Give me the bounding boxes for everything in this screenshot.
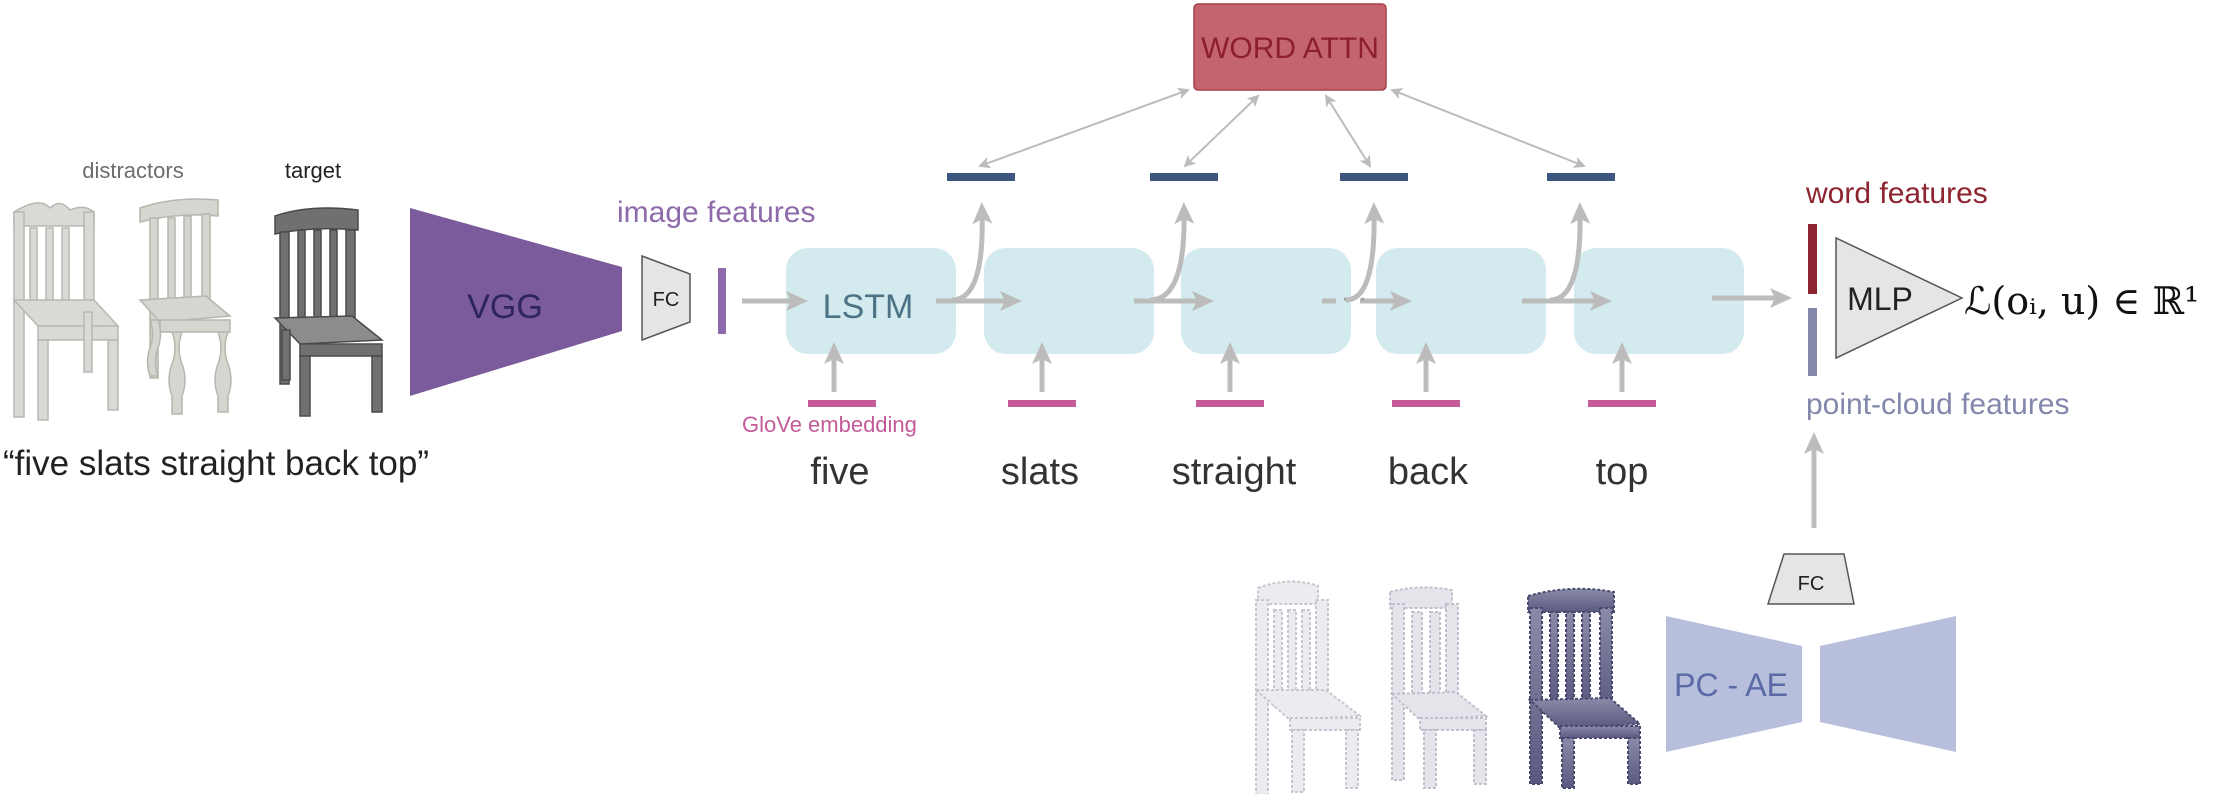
fc-image-label: FC (653, 289, 680, 311)
lstm-cell-5 (1574, 248, 1744, 354)
mlp-label: MLP (1847, 281, 1913, 317)
utterance-text: “five slats straight back top” (3, 444, 429, 483)
word-features-label: word features (1805, 177, 1988, 210)
word-attn-label: WORD ATTN (1201, 32, 1379, 65)
point-cloud-chair-3 (1527, 587, 1643, 789)
point-cloud-features-label: point-cloud features (1806, 388, 2070, 421)
lstm-cell-1 (786, 248, 956, 354)
image-feature-bar (718, 268, 726, 334)
word-token: straight (1172, 451, 1297, 493)
hidden-state-bars (947, 173, 1615, 181)
glove-label: GloVe embedding (742, 412, 917, 437)
fc-pc-block (1766, 553, 1855, 605)
pc-ae-encoder (1666, 616, 1802, 752)
mlp-block (1835, 236, 1964, 360)
point-cloud-feature-bar (1808, 308, 1817, 376)
word-tokens: five slats straight back top (810, 451, 1648, 493)
pc-ae-decoder (1820, 616, 1956, 752)
pc-ae-label: PC - AE (1674, 667, 1788, 703)
point-cloud-chair-1 (1253, 580, 1363, 794)
glove-bars (808, 400, 1656, 407)
word-token: slats (1001, 451, 1079, 493)
target-label: target (285, 158, 341, 183)
recurrent-arrows (742, 288, 1792, 311)
lstm-label: LSTM (823, 288, 914, 326)
distractors-label: distractors (82, 158, 183, 183)
point-cloud-chair-2 (1389, 586, 1489, 789)
image-features-label: image features (617, 196, 815, 229)
fc-pc-label: FC (1798, 573, 1825, 595)
vgg-block (410, 208, 622, 396)
word-token: back (1388, 451, 1469, 493)
chair-image-target (273, 207, 385, 417)
lstm-cell-4 (1376, 248, 1546, 354)
chair-image-distractor-1 (12, 202, 120, 421)
word-attn-block (1193, 3, 1387, 91)
vgg-label: VGG (467, 288, 543, 326)
loss-formula: ℒ(oᵢ, u) ∈ ℝ¹ (1964, 279, 2199, 323)
word-feature-bar (1808, 224, 1817, 294)
fc-image-block (641, 254, 691, 342)
embedding-arrows (824, 342, 1632, 392)
word-token: top (1596, 451, 1649, 493)
lstm-cells (786, 248, 1744, 354)
output-arrows (951, 202, 1591, 303)
lstm-cell-2 (984, 248, 1154, 354)
lstm-cell-3 (1181, 248, 1351, 354)
word-token: five (810, 451, 869, 493)
chair-image-distractor-2 (138, 198, 232, 415)
attention-connections (978, 87, 1586, 169)
